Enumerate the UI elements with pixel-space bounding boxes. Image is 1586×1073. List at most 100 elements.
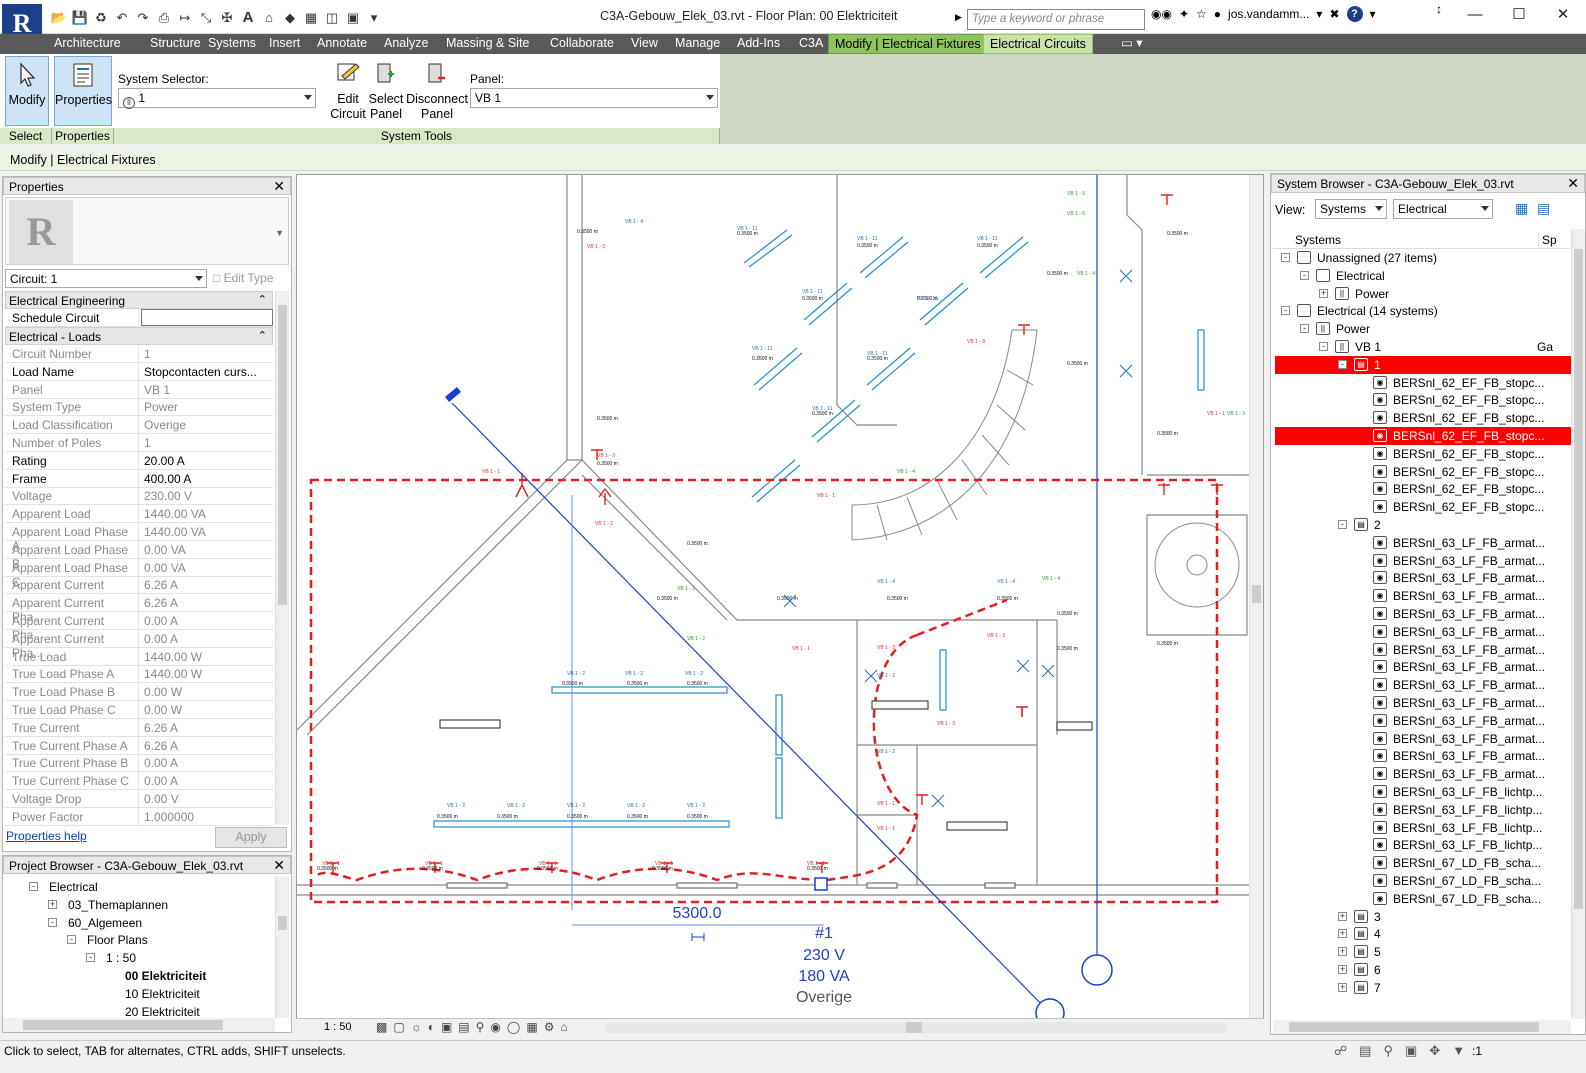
- expand-icon[interactable]: +: [1338, 946, 1347, 957]
- system-tree-row[interactable]: ◉BERSnl_63_LF_FB_armat...: [1275, 569, 1573, 587]
- sun-path-icon[interactable]: ☼: [410, 1020, 422, 1034]
- select-panel-button[interactable]: Select Panel: [368, 56, 404, 126]
- system-tree-row[interactable]: ◉BERSnl_63_LF_FB_lichtp...: [1275, 801, 1573, 819]
- browser-node[interactable]: 00 Elektriciteit: [125, 969, 207, 983]
- scrollbar-thumb[interactable]: [278, 916, 287, 930]
- user-icon[interactable]: ●: [1213, 7, 1222, 21]
- system-tree-row[interactable]: +▤5: [1275, 943, 1573, 961]
- system-tree-row[interactable]: ◉BERSnl_63_LF_FB_lichtp...: [1275, 819, 1573, 837]
- edit-type-button[interactable]: □ Edit Type: [213, 271, 274, 285]
- schedule-notes-input[interactable]: [141, 309, 273, 326]
- system-tree-row[interactable]: ◉BERSnl_63_LF_FB_lichtp...: [1275, 783, 1573, 801]
- panel-symbol[interactable]: [1081, 954, 1113, 986]
- close-icon[interactable]: ✕: [1567, 175, 1579, 191]
- worksharing-icon[interactable]: ⚙: [543, 1020, 555, 1034]
- system-tree-row[interactable]: -||Power: [1275, 320, 1573, 338]
- subscription-icon[interactable]: ✦: [1178, 7, 1190, 21]
- system-tree-row[interactable]: +▤4: [1275, 925, 1573, 943]
- col-systems[interactable]: Systems: [1295, 233, 1342, 247]
- analytical-model-icon[interactable]: ⌂: [560, 1020, 568, 1034]
- system-tree-row[interactable]: ◉BERSnl_67_LD_FB_scha...: [1275, 854, 1573, 872]
- lock-dimension-icon[interactable]: [691, 933, 705, 941]
- select-by-face-icon[interactable]: ▣: [1405, 1043, 1418, 1058]
- properties-scrollbar[interactable]: [275, 291, 289, 825]
- tab-architecture[interactable]: Architecture: [54, 36, 121, 50]
- type-selector[interactable]: Circuit: 1: [5, 269, 207, 288]
- disconnect-panel-button[interactable]: Disconnect Panel: [406, 56, 468, 126]
- system-tree-row[interactable]: ◉BERSnl_63_LF_FB_armat...: [1275, 676, 1573, 694]
- scrollbar-thumb[interactable]: [23, 1020, 223, 1030]
- reveal-hidden-icon[interactable]: ◯: [506, 1020, 521, 1034]
- tab-c3a[interactable]: C3A: [799, 36, 824, 50]
- unlock-3d-icon[interactable]: ⚲: [475, 1020, 485, 1034]
- expand-icon[interactable]: +: [1319, 287, 1328, 298]
- system-tree-row[interactable]: ◉BERSnl_63_LF_FB_armat...: [1275, 605, 1573, 623]
- system-tree-row[interactable]: +▤3: [1275, 908, 1573, 926]
- tab-insert[interactable]: Insert: [269, 36, 301, 50]
- column-settings-icon[interactable]: ▦: [1515, 200, 1529, 216]
- tab-annotate[interactable]: Annotate: [317, 36, 368, 50]
- expand-icon[interactable]: +: [1338, 981, 1347, 992]
- project-browser-hscrollbar[interactable]: [3, 1018, 275, 1032]
- minimize-icon[interactable]: —: [1467, 6, 1483, 23]
- canvas-vscrollbar[interactable]: [1249, 175, 1263, 1019]
- property-row[interactable]: Apparent Current Pha...0.00 A: [5, 612, 273, 642]
- close-icon[interactable]: ✕: [1556, 6, 1570, 23]
- system-browser-scrollbar[interactable]: [1571, 229, 1585, 1019]
- canvas-hscrollbar[interactable]: [606, 1022, 1226, 1033]
- redo-icon[interactable]: ↷: [137, 10, 149, 25]
- section-electrical-loads[interactable]: Electrical - Loads⌃: [5, 327, 273, 345]
- maximize-icon[interactable]: ☐: [1512, 6, 1526, 23]
- tab-add-ins[interactable]: Add-Ins: [737, 36, 781, 50]
- 3d-view-icon[interactable]: ⌂: [265, 10, 273, 25]
- select-group-label[interactable]: Select: [0, 128, 52, 144]
- undo-icon[interactable]: ↶: [116, 10, 128, 25]
- scrollbar-thumb[interactable]: [906, 1022, 922, 1033]
- property-value[interactable]: 20.00 A: [144, 453, 185, 468]
- system-tree-row[interactable]: +||Power: [1275, 285, 1573, 303]
- system-tree-row[interactable]: ◉BERSnl_63_LF_FB_armat...: [1275, 694, 1573, 712]
- close-icon[interactable]: ✕: [273, 857, 285, 873]
- system-tree-row[interactable]: ◉BERSnl_63_LF_FB_armat...: [1275, 730, 1573, 748]
- tab-massing-site[interactable]: Massing & Site: [446, 36, 530, 50]
- select-pinned-icon[interactable]: ⚲: [1383, 1043, 1393, 1058]
- property-row[interactable]: Apparent Current Pha...6.26 A: [5, 594, 273, 624]
- collapse-icon[interactable]: -: [1281, 253, 1290, 262]
- help-dropdown-icon[interactable]: ▾: [1369, 7, 1376, 21]
- browser-node[interactable]: Floor Plans: [87, 933, 148, 948]
- browser-node[interactable]: 20 Elektriciteit: [125, 1004, 200, 1019]
- measure-icon[interactable]: ↦: [179, 10, 191, 25]
- collapse-icon[interactable]: -: [1319, 342, 1328, 351]
- scrollbar-thumb[interactable]: [278, 305, 287, 605]
- detail-level-icon[interactable]: ▩: [376, 1020, 388, 1034]
- browser-node[interactable]: 1 : 50: [106, 951, 137, 966]
- system-tree-row[interactable]: ◉BERSnl_63_LF_FB_armat...: [1275, 712, 1573, 730]
- dimension-icon[interactable]: ⤡: [200, 10, 212, 25]
- tag-icon[interactable]: ✠: [221, 10, 233, 25]
- system-tree-row[interactable]: -Electrical (14 systems): [1275, 302, 1573, 320]
- user-name[interactable]: jos.vandamm...: [1228, 7, 1310, 21]
- tab-manage[interactable]: Manage: [675, 36, 721, 50]
- save-icon[interactable]: 💾: [71, 10, 89, 25]
- collapse-icon[interactable]: -: [1281, 306, 1290, 316]
- system-tree-row[interactable]: ◉BERSnl_63_LF_FB_armat...: [1275, 747, 1573, 765]
- select-underlay-icon[interactable]: ▤: [1359, 1043, 1372, 1058]
- modify-button[interactable]: Modify: [5, 56, 49, 126]
- properties-help-link[interactable]: Properties help: [6, 829, 87, 843]
- tab-collaborate[interactable]: Collaborate: [550, 36, 614, 50]
- system-tree-row[interactable]: ◉BERSnl_63_LF_FB_armat...: [1275, 765, 1573, 783]
- section-electrical-engineering[interactable]: Electrical Engineering⌃: [5, 291, 273, 309]
- sync-icon[interactable]: ♻: [95, 10, 107, 25]
- binoculars-icon[interactable]: ◉◉: [1151, 7, 1172, 21]
- close-hidden-icon[interactable]: ◫: [325, 10, 339, 25]
